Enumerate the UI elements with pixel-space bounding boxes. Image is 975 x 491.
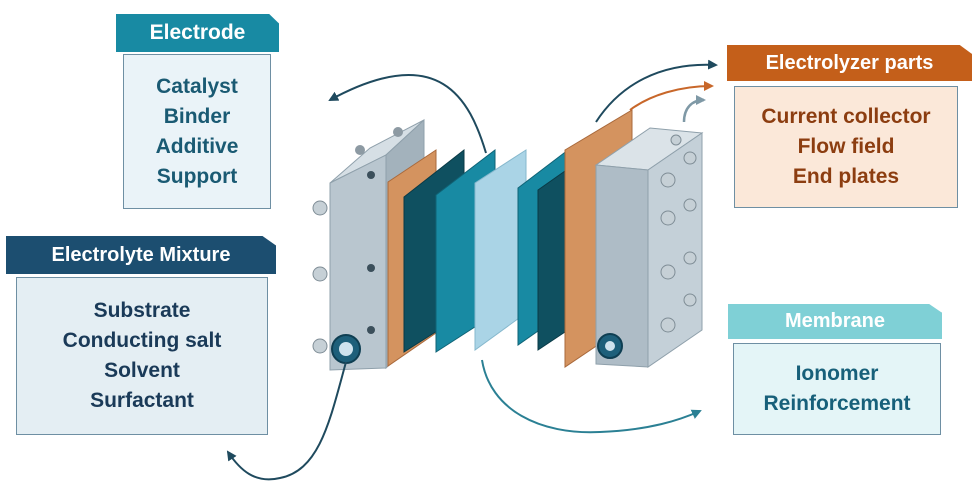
arrow-to-electrolyzer-parts-3: [682, 95, 706, 123]
electrolyte-mixture-item: Solvent: [104, 359, 180, 382]
electrolyte-mixture-item: Conducting salt: [62, 329, 222, 352]
electrode-title: Electrode: [116, 14, 279, 52]
electrode-item: Support: [156, 164, 238, 188]
electrode-panel: Catalyst Binder Additive Support: [123, 54, 271, 209]
electrolyzer-parts-item: Flow field: [797, 135, 895, 158]
electrolyte-mixture-item: Substrate: [93, 299, 191, 322]
electrolyzer-parts-item: End plates: [792, 165, 900, 188]
electrode-item: Catalyst: [156, 74, 238, 98]
arrow-to-electrolyzer-parts-1: [595, 59, 718, 123]
right-end-plate: [594, 127, 704, 368]
electrode-item: Binder: [163, 104, 231, 128]
membrane-item: Reinforcement: [763, 392, 911, 415]
membrane-item: Ionomer: [795, 362, 879, 385]
electrolyzer-parts-item: Current collector: [761, 105, 931, 128]
electrolyte-mixture-panel: Substrate Conducting salt Solvent Surfac…: [16, 277, 268, 435]
electrolyzer-parts-panel: Current collector Flow field End plates: [734, 86, 958, 208]
membrane-panel: Ionomer Reinforcement: [733, 343, 941, 435]
electrolyte-mixture-item: Surfactant: [90, 389, 194, 412]
membrane-title: Membrane: [728, 304, 942, 339]
electrolyte-mixture-title: Electrolyte Mixture: [6, 236, 276, 274]
arrow-to-electrode: [328, 74, 487, 154]
electrolyzer-parts-title: Electrolyzer parts: [727, 45, 972, 81]
arrow-to-electrolyte-mixture: [226, 361, 347, 481]
electrode-item: Additive: [155, 134, 239, 158]
arrow-to-electrolyzer-parts-2: [629, 81, 714, 111]
arrow-to-membrane: [481, 359, 702, 434]
